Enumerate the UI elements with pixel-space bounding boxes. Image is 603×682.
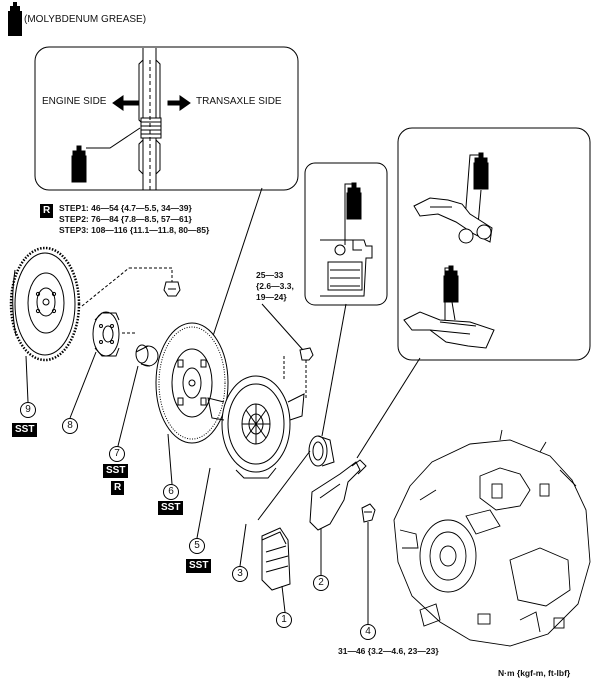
clutch-cover-drawing <box>207 375 305 479</box>
boot-drawing <box>261 527 291 591</box>
leader-9 <box>25 355 29 403</box>
grease-legend-label: (MOLYBDENUM GREASE) <box>24 14 147 25</box>
callout-8: 8 <box>62 418 78 434</box>
r-tag-7: R <box>111 481 125 495</box>
callout-1: 1 <box>276 612 292 628</box>
clutch-disc-drawing <box>155 322 229 444</box>
fork-bottom-drawing <box>403 311 495 349</box>
units-label: N·m {kgf-m, ft-lbf} <box>498 668 571 678</box>
cover-bolt-drawing <box>299 347 314 361</box>
detail-box-input-shaft <box>34 46 299 191</box>
transaxle-side-label: TRANSAXLE SIDE <box>196 96 282 107</box>
cover-torque-line1: 25—33 <box>256 270 284 280</box>
pivot-torque-label: 31—46 {3.2—4.6, 23—23} <box>338 646 439 656</box>
sst-tag-7: SST <box>103 464 129 478</box>
plate-drawing <box>92 311 120 357</box>
leader-6 <box>167 433 173 485</box>
callout-2: 2 <box>313 575 329 591</box>
transaxle-drawing <box>393 429 591 647</box>
flywheel-bolt-drawing <box>163 281 181 297</box>
sst-tag-6: SST <box>158 501 184 515</box>
callout-7: 7 <box>109 446 125 462</box>
torque-step1: STEP1: 46—54 {4.7—5.5, 34—39} <box>59 203 192 213</box>
transaxle-side-arrow <box>167 95 191 111</box>
sst-tag-9: SST <box>12 423 38 437</box>
reuse-badge-r: R <box>40 204 54 218</box>
fork-top-drawing <box>413 197 493 244</box>
cover-torque-line3: 19—24} <box>256 292 287 302</box>
release-bearing-drawing <box>308 435 335 467</box>
leader-7 <box>117 365 139 447</box>
input-shaft-drawing <box>138 48 162 190</box>
engine-side-arrow <box>112 95 139 111</box>
cover-torque-line2: {2.6—3.3, <box>256 281 294 291</box>
leader-1 <box>281 585 286 613</box>
engine-side-label: ENGINE SIDE <box>42 96 107 107</box>
release-bearing-section-drawing <box>320 239 373 297</box>
leader-5 <box>196 467 211 539</box>
callout-9: 9 <box>20 402 36 418</box>
pivot-bolt-drawing <box>361 503 376 523</box>
callout-5: 5 <box>189 538 205 554</box>
release-fork-drawing <box>309 459 367 531</box>
leader-8 <box>69 351 97 419</box>
callout-6: 6 <box>163 484 179 500</box>
grease-can-icon <box>8 2 22 36</box>
sst-tag-5: SST <box>186 559 212 573</box>
leader-3 <box>239 523 247 567</box>
torque-step3: STEP3: 108—116 {11.1—11.8, 80—85} <box>59 225 210 235</box>
torque-step2: STEP2: 76—84 {7.8—8.5, 57—61} <box>59 214 192 224</box>
pilot-bearing-drawing <box>135 344 159 367</box>
callout-4: 4 <box>360 624 376 640</box>
callout-3: 3 <box>232 566 248 582</box>
flywheel-drawing <box>9 246 81 362</box>
